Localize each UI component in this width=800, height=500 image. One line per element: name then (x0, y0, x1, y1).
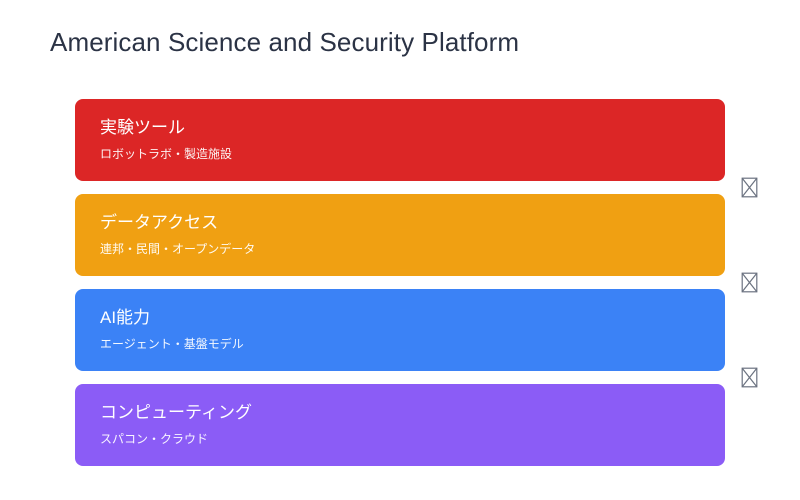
layer-card-title: データアクセス (100, 213, 219, 233)
missing-glyph-tofu-icon (741, 272, 758, 293)
connector-column (741, 99, 765, 466)
layer-card-title: 実験ツール (100, 118, 185, 138)
layer-card-subtitle: スパコン・クラウド (100, 432, 209, 447)
layer-card-subtitle: 連邦・民間・オープンデータ (100, 242, 256, 257)
layer-card-computing[interactable]: コンピューティング スパコン・クラウド (75, 384, 725, 466)
layer-card-subtitle: エージェント・基盤モデル (100, 337, 244, 352)
page-title: American Science and Security Platform (50, 27, 520, 57)
layer-card-ai-capability[interactable]: AI能力 エージェント・基盤モデル (75, 289, 725, 371)
layer-card-subtitle: ロボットラボ・製造施設 (100, 147, 233, 162)
layer-card-title: コンピューティング (100, 403, 252, 423)
layer-card-data-access[interactable]: データアクセス 連邦・民間・オープンデータ (75, 194, 725, 276)
missing-glyph-tofu-icon (741, 367, 758, 388)
missing-glyph-tofu-icon (741, 177, 758, 198)
layer-card-title: AI能力 (100, 308, 151, 328)
layer-card-experiment-tools[interactable]: 実験ツール ロボットラボ・製造施設 (75, 99, 725, 181)
layer-stack: 実験ツール ロボットラボ・製造施設 データアクセス 連邦・民間・オープンデータ … (75, 99, 725, 466)
